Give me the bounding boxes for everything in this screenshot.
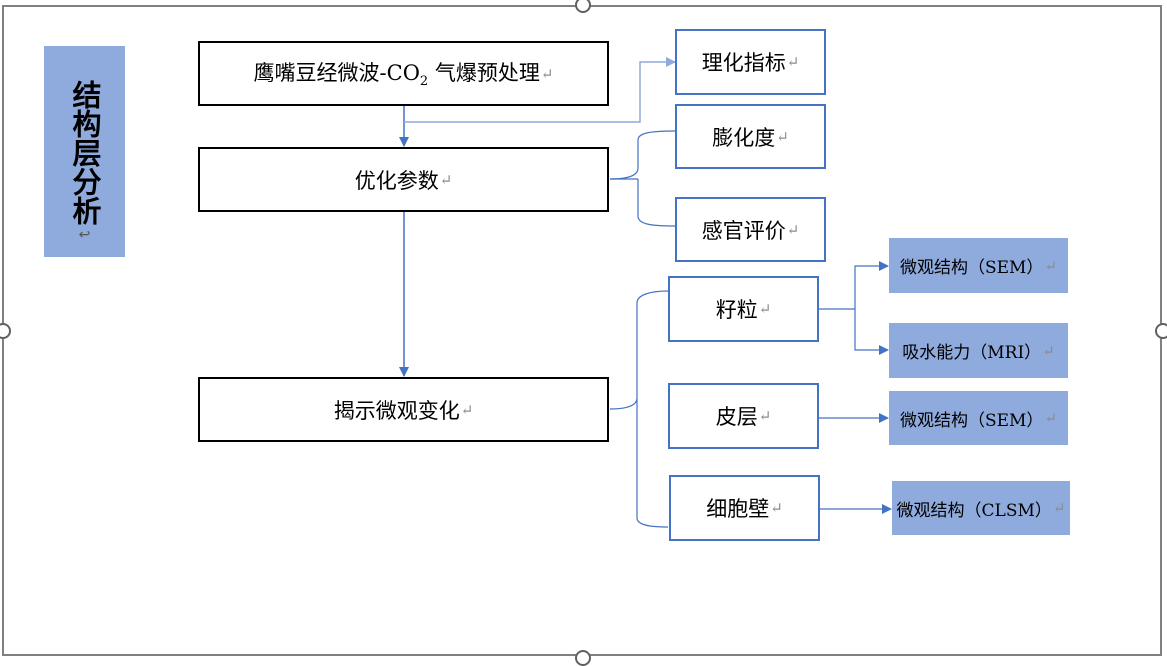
node-reveal-label: 揭示微观变化 <box>333 398 460 423</box>
arrow-grain-to-sem <box>819 261 889 310</box>
node-pretreatment-label: 鹰嘴豆经微波-CO2 气爆预处理 <box>253 61 540 90</box>
node-skin[interactable]: 皮层 ↵ <box>668 383 819 449</box>
side-title-box: 结构层分析 ↩ <box>44 46 125 257</box>
return-icon: ↵ <box>540 64 554 83</box>
node-cellwall[interactable]: 细胞壁 ↵ <box>669 475 820 541</box>
node-skin-label: 皮层 <box>715 405 758 429</box>
return-icon: ↵ <box>770 499 783 517</box>
node-expansion[interactable]: 膨化度 ↵ <box>675 104 826 169</box>
leaf-skin-sem-label: 微观结构（SEM） <box>899 410 1044 431</box>
return-icon: ↵ <box>758 407 772 425</box>
paragraph-mark-icon: ↩ <box>78 227 91 243</box>
arrow-to-physchem <box>404 57 676 123</box>
return-icon: ↵ <box>1052 499 1066 517</box>
node-physchem[interactable]: 理化指标 ↵ <box>675 29 826 95</box>
node-pretreatment[interactable]: 鹰嘴豆经微波-CO2 气爆预处理 ↵ <box>198 41 609 106</box>
bracket-optimize <box>609 130 676 227</box>
return-icon: ↵ <box>786 220 800 239</box>
return-icon: ↵ <box>439 170 453 189</box>
bracket-reveal <box>609 290 669 528</box>
node-physchem-label: 理化指标 <box>701 51 786 75</box>
return-icon: ↵ <box>460 400 474 419</box>
leaf-grain-sem[interactable]: 微观结构（SEM） ↵ <box>889 238 1068 293</box>
leaf-grain-mri[interactable]: 吸水能力（MRI） ↵ <box>889 323 1068 378</box>
node-sensory-label: 感官评价 <box>701 218 786 243</box>
resize-handle-right[interactable] <box>1155 323 1167 339</box>
leaf-cellwall-clsm-label: 微观结构（CLSM） <box>896 500 1052 521</box>
return-icon: ↵ <box>1044 409 1058 427</box>
resize-handle-top[interactable] <box>575 0 591 13</box>
node-optimize[interactable]: 优化参数 ↵ <box>198 147 609 212</box>
arrow-grain-to-mri <box>854 309 889 355</box>
leaf-skin-sem[interactable]: 微观结构（SEM） ↵ <box>889 391 1068 445</box>
node-grain[interactable]: 籽粒 ↵ <box>668 276 819 342</box>
leaf-cellwall-clsm[interactable]: 微观结构（CLSM） ↵ <box>892 481 1070 535</box>
node-grain-label: 籽粒 <box>715 298 758 322</box>
side-title: 结构层分析 <box>68 80 102 225</box>
node-sensory[interactable]: 感官评价 ↵ <box>675 197 826 262</box>
node-expansion-label: 膨化度 <box>712 125 776 150</box>
return-icon: ↵ <box>1044 256 1058 275</box>
return-icon: ↵ <box>1042 341 1055 360</box>
node-optimize-label: 优化参数 <box>354 168 439 193</box>
return-icon: ↵ <box>758 300 772 318</box>
node-reveal[interactable]: 揭示微观变化 ↵ <box>198 377 609 442</box>
return-icon: ↵ <box>786 53 800 71</box>
leaf-grain-sem-label: 微观结构（SEM） <box>899 258 1044 278</box>
return-icon: ↵ <box>776 127 789 146</box>
leaf-grain-mri-label: 吸水能力（MRI） <box>902 343 1042 363</box>
node-cellwall-label: 细胞壁 <box>706 497 770 521</box>
resize-handle-left[interactable] <box>0 323 11 339</box>
